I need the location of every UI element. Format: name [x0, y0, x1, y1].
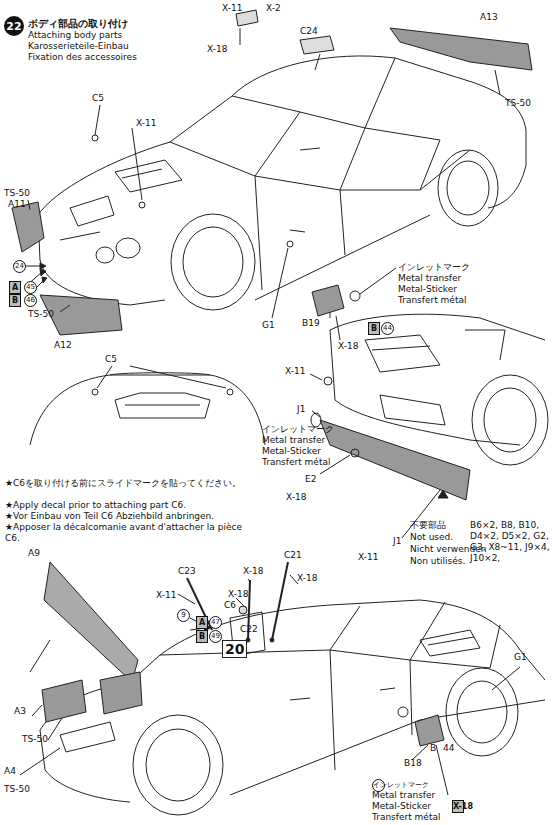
- part-label: X-18: [243, 566, 263, 577]
- part-label: J1: [393, 536, 401, 547]
- part-label: B18: [404, 758, 422, 769]
- part-label: X-11: [156, 590, 176, 601]
- sheet-letter: A: [9, 281, 21, 294]
- part-label: X-18: [338, 341, 358, 352]
- part-label: X-11: [358, 552, 378, 563]
- part-label: B19: [302, 318, 320, 329]
- part-label: E2: [305, 474, 316, 485]
- part-label: X-18: [228, 589, 248, 600]
- part-label: Metal transfer: [262, 435, 325, 446]
- part-label: Attaching body parts: [28, 30, 122, 41]
- front-bumper-view: [310, 314, 548, 538]
- part-label: Non utilisés.: [410, 556, 465, 567]
- sheet-letter: B: [9, 294, 21, 307]
- part-label: X-11: [285, 366, 305, 377]
- part-label: Metal transfer: [398, 273, 461, 284]
- part-label: B6×2, B8, B10, D4×2, D5×2, G2, G3, X8~11…: [470, 520, 550, 564]
- callout-number: 24: [13, 260, 26, 273]
- part-label: C21: [284, 550, 302, 561]
- part-label: Metal-Sticker: [372, 801, 431, 812]
- part-label: X-18: [207, 44, 227, 55]
- part-label: A13: [480, 12, 498, 23]
- part-label: C23: [178, 566, 196, 577]
- part-label: B: [430, 743, 436, 754]
- step-number-text: 22: [6, 20, 21, 33]
- part-label: A4: [4, 766, 16, 777]
- part-label: ★Vor Einbau von Teil C6 Abziehbild anbri…: [5, 511, 245, 522]
- part-label: J1: [297, 404, 305, 415]
- part-label: X-18: [297, 573, 317, 584]
- part-label: X-18: [286, 492, 306, 503]
- part-label: 20: [222, 640, 247, 658]
- part-label: G1: [514, 652, 527, 663]
- part-label: Metal-Sticker: [398, 284, 457, 295]
- part-label: G1: [262, 320, 275, 331]
- part-label: TS-50: [4, 188, 30, 199]
- part-label: X-11: [222, 3, 242, 14]
- part-label: ★C6を取り付ける前にスライドマークを貼ってください。: [5, 478, 245, 489]
- part-label: C5: [92, 93, 104, 104]
- part-label: Metal transfer: [372, 790, 435, 801]
- callout-number: 49: [209, 630, 222, 643]
- part-label: 44: [443, 743, 454, 754]
- part-label: X-11: [136, 118, 156, 129]
- part-label: X-2: [266, 3, 281, 14]
- callout-number: 45: [24, 281, 37, 294]
- part-label: C5: [105, 354, 117, 365]
- part-label: C24: [300, 26, 318, 37]
- part-label: 不要部品: [410, 520, 446, 531]
- sheet-letter: X-18: [452, 800, 464, 813]
- part-label: A9: [28, 548, 40, 559]
- part-label: C6: [224, 600, 236, 611]
- part-label: Metal-Sticker: [262, 446, 321, 457]
- part-label: ★Apposer la décalcomanie avant d'attache…: [5, 522, 245, 544]
- part-label: Fixation des accessoires: [28, 52, 137, 63]
- part-label: C22: [240, 624, 258, 635]
- step-title: ボディ部品の取り付け: [28, 17, 128, 31]
- part-label: A3: [14, 706, 26, 717]
- sheet-letter: A: [196, 616, 208, 629]
- part-label: Transfert métal: [372, 812, 440, 823]
- callout-number: 44: [381, 322, 394, 335]
- callout-number: 46: [24, 294, 37, 307]
- part-label: インレットマーク: [262, 424, 334, 435]
- top-car: [12, 10, 532, 340]
- step-number: 22: [4, 16, 24, 36]
- callout-number: 9: [177, 609, 190, 622]
- part-label: Karosserieteile-Einbau: [28, 41, 129, 52]
- callout-number: 47: [209, 616, 222, 629]
- part-label: Not used.: [410, 532, 453, 543]
- part-label: インレットマーク: [398, 262, 470, 273]
- part-label: TS-50: [22, 734, 48, 745]
- part-label: TS-50: [4, 784, 30, 795]
- sheet-letter: B: [368, 322, 380, 335]
- bottom-car: [20, 562, 545, 815]
- part-label: A11: [8, 199, 26, 210]
- part-label: TS-50: [28, 309, 54, 320]
- sheet-letter: B: [196, 630, 208, 643]
- part-label: TS-50: [505, 98, 531, 109]
- bonnet-view: [30, 366, 265, 445]
- part-label: ★Apply decal prior to attaching part C6.: [5, 500, 245, 511]
- part-label: Transfert métal: [262, 457, 330, 468]
- part-label: Transfert métal: [398, 295, 466, 306]
- part-label: A12: [54, 340, 72, 351]
